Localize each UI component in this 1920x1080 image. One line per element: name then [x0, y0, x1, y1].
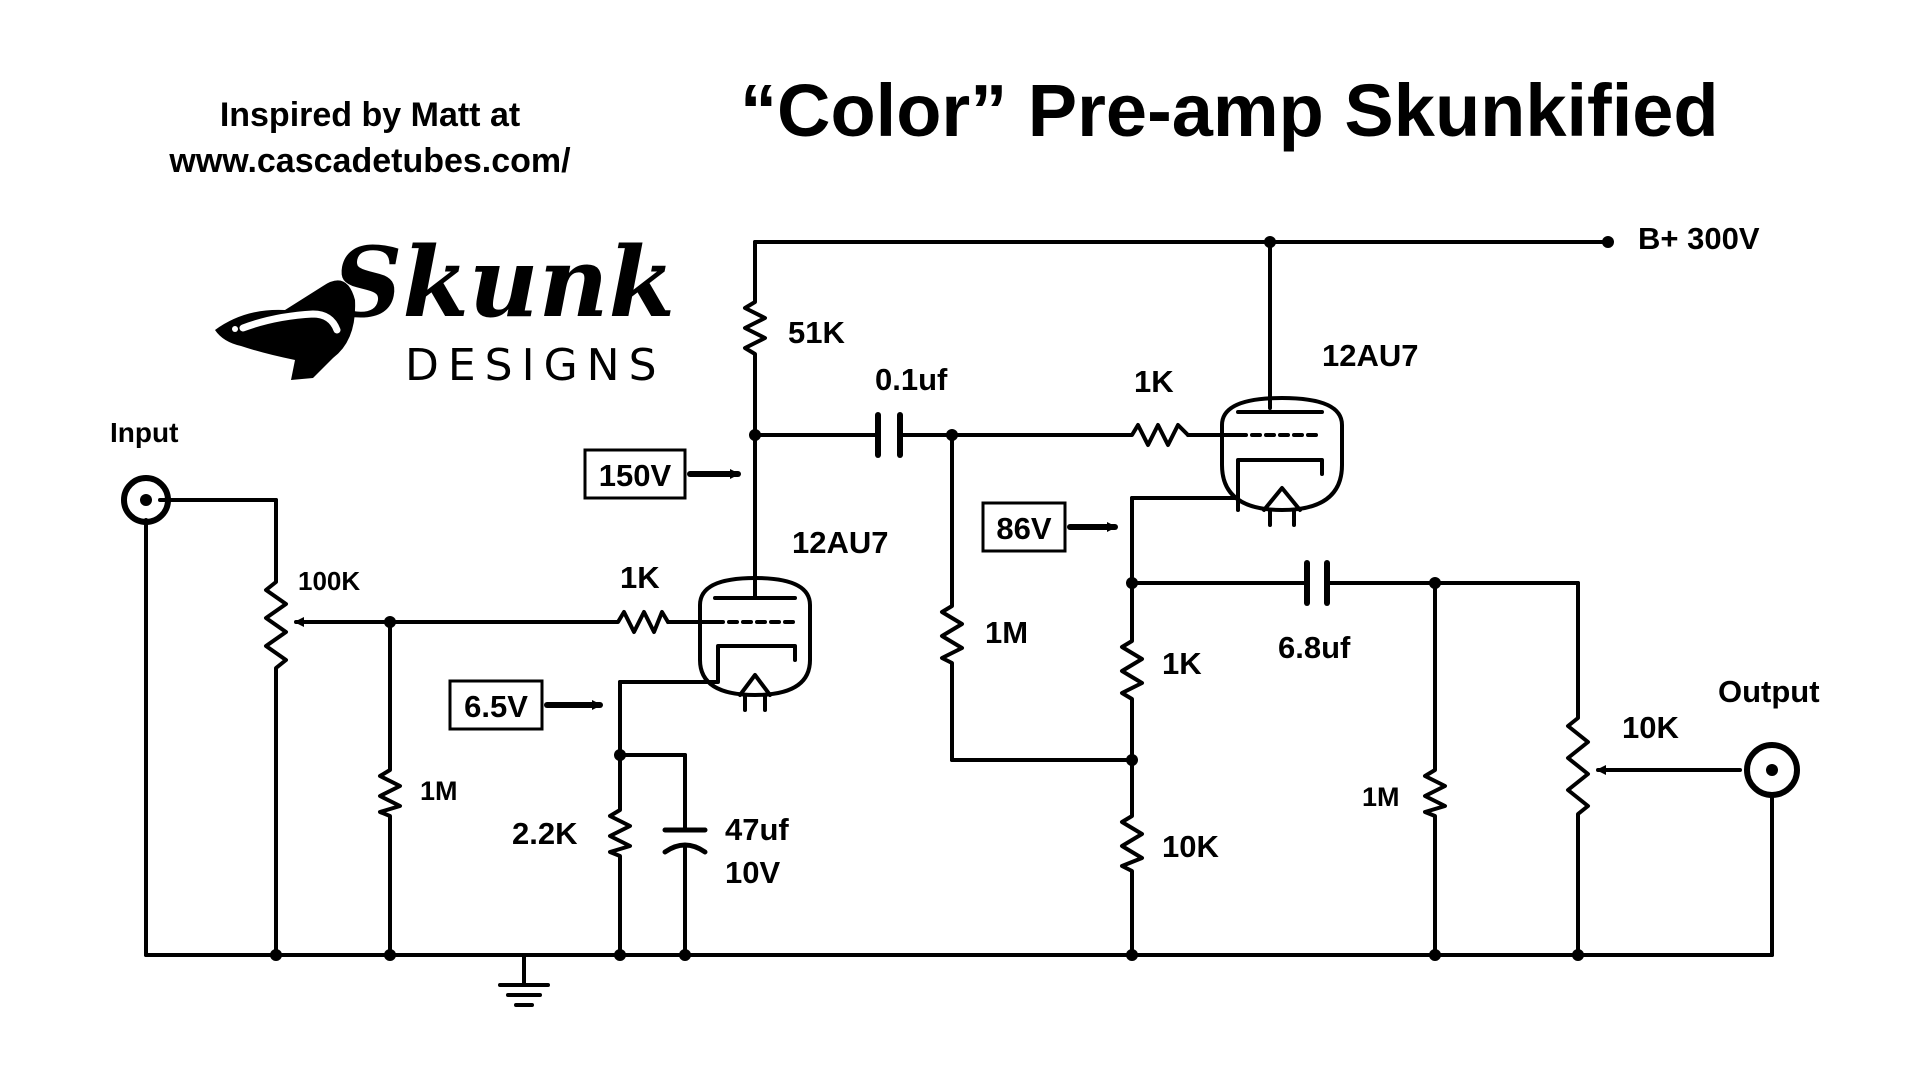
- cathode-resistor-2a-label: 1K: [1162, 646, 1202, 681]
- voltage-callout-150v: 150V: [583, 448, 741, 500]
- capacitor-47uf: [662, 827, 708, 855]
- resistor-10k-cathode-2: [1120, 803, 1144, 877]
- logo-subtitle: DESIGNS: [405, 340, 666, 391]
- potentiometer-10k: [1566, 703, 1614, 827]
- output-jack-icon[interactable]: [1744, 742, 1800, 798]
- input-pot-label: 100K: [298, 566, 360, 596]
- cathode-resistor-1-label: 2.2K: [512, 816, 578, 851]
- grid-stopper-1-label: 1K: [620, 560, 660, 595]
- tube-1-label: 12AU7: [792, 525, 889, 560]
- output-shunt-label: 1M: [1362, 782, 1400, 812]
- voltage-callout-6-5v: 6.5V: [448, 679, 603, 731]
- resistor-1k-grid-stopper-1: [608, 610, 670, 634]
- capacitor-0-1uf: [875, 412, 903, 458]
- credit-link[interactable]: www.cascadetubes.com/: [169, 142, 571, 180]
- wiring: [144, 240, 1774, 1007]
- grid-leak-1-label: 1M: [420, 776, 458, 806]
- input-jack-icon[interactable]: [121, 475, 171, 525]
- credit-line-1: Inspired by Matt at: [219, 96, 521, 134]
- plate-resistor-1-label: 51K: [788, 315, 845, 350]
- input-label: Input: [110, 417, 178, 448]
- grid-bias-resistor-label: 1M: [985, 615, 1028, 650]
- resistor-1k-grid-stopper-2: [1122, 423, 1190, 447]
- vacuum-tube-1-icon: [698, 576, 812, 712]
- output-label: Output: [1718, 674, 1820, 709]
- junction-dots: [270, 236, 1614, 961]
- logo-wordmark: Skunkie: [333, 230, 675, 339]
- skunkie-designs-logo: Skunkie DESIGNS: [215, 230, 675, 391]
- voltage-label-6-5v: 6.5V: [464, 689, 528, 724]
- b-plus-label: B+ 300V: [1638, 221, 1760, 256]
- page-title: “Color” Pre-amp Skunkified: [740, 69, 1719, 152]
- output-pot-label: 10K: [1622, 710, 1679, 745]
- resistor-1m-bias: [940, 593, 964, 670]
- voltage-label-150v: 150V: [599, 458, 672, 493]
- resistor-1m-grid-leak: [378, 758, 402, 822]
- skunk-icon: [215, 280, 356, 380]
- coupling-cap-label: 0.1uf: [875, 362, 948, 397]
- cathode-cap-1-voltage-label: 10V: [725, 855, 780, 890]
- cathode-resistor-2b-label: 10K: [1162, 829, 1219, 864]
- potentiometer-100k: [264, 568, 307, 692]
- tube-2-label: 12AU7: [1322, 338, 1419, 373]
- resistor-1m-output: [1423, 758, 1447, 822]
- resistor-2-2k: [608, 798, 632, 862]
- resistor-51k: [743, 288, 767, 362]
- grid-stopper-2-label: 1K: [1134, 364, 1174, 399]
- voltage-label-86v: 86V: [996, 511, 1051, 546]
- vacuum-tube-2-icon: [1220, 396, 1344, 527]
- voltage-callout-86v: 86V: [981, 501, 1118, 553]
- cathode-cap-1-value-label: 47uf: [725, 812, 789, 847]
- credit-text: Inspired by Matt at www.cascadetubes.com…: [120, 92, 620, 184]
- capacitor-6-8uf: [1304, 560, 1330, 606]
- output-cap-label: 6.8uf: [1278, 630, 1351, 665]
- resistor-1k-cathode-2: [1120, 628, 1144, 707]
